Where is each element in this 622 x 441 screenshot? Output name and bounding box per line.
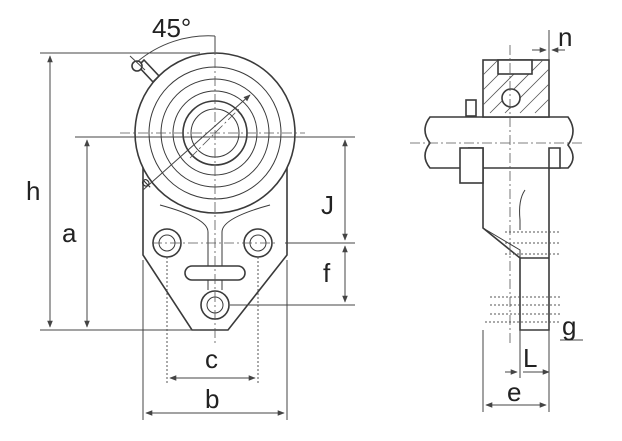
side-collar (459, 147, 484, 184)
side-rib (519, 189, 526, 230)
flange-rib-left (159, 204, 209, 290)
side-view (410, 45, 585, 345)
label-h: h (26, 176, 40, 206)
label-a: a (62, 218, 77, 248)
bearing-ball (501, 88, 521, 108)
set-screw (465, 99, 477, 117)
grease-nipple (131, 58, 161, 84)
label-f: f (323, 258, 331, 288)
label-angle: 45° (152, 13, 191, 43)
label-c: c (205, 344, 218, 374)
label-J: J (321, 190, 334, 220)
angle-arc (136, 35, 216, 63)
diameter-leader (142, 94, 251, 191)
label-L: L (523, 343, 537, 373)
label-n: n (558, 22, 572, 52)
front-view (120, 35, 305, 345)
dimensions-front (40, 52, 355, 420)
label-g: g (562, 311, 576, 341)
label-e: e (507, 377, 521, 407)
label-b: b (205, 384, 219, 414)
bearing-seal (497, 59, 533, 75)
dimensions-side (482, 30, 583, 412)
bearing-section (482, 59, 550, 118)
flange-rib-right (221, 204, 271, 290)
